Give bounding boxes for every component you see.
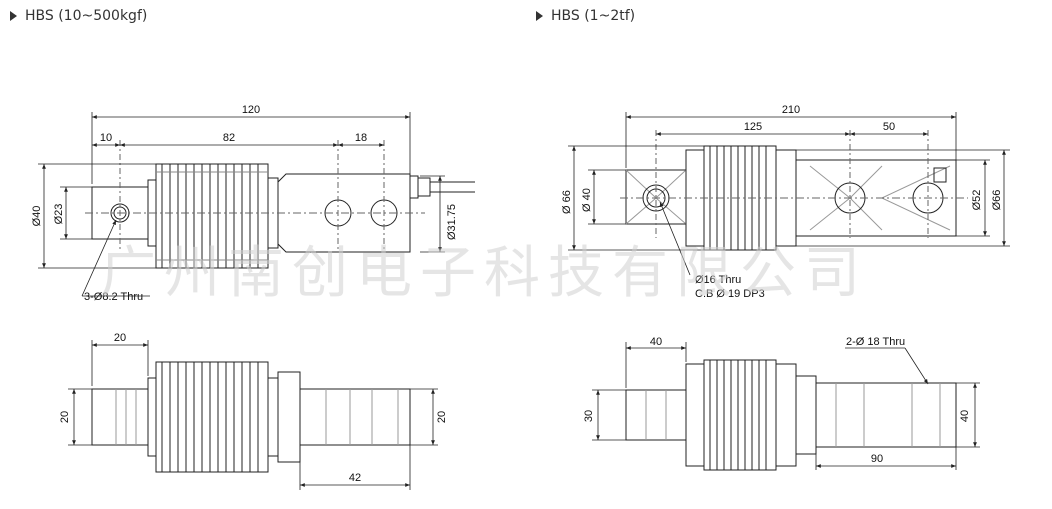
dim-h-right: 20 [436, 411, 448, 423]
right-side-view [625, 359, 957, 471]
dim-len: 42 [349, 472, 361, 484]
end-block [625, 389, 687, 441]
right-section-title-row: HBS (1~2tf) [536, 8, 635, 24]
gland-nut [409, 175, 419, 199]
left-top-view [85, 140, 475, 269]
left-side-view [91, 361, 411, 473]
dim-overall: 120 [242, 104, 260, 116]
flange [685, 363, 705, 467]
dim-a: 125 [744, 121, 762, 133]
dim-h4: Ø66 [991, 190, 1003, 211]
dim-cable: Ø31.75 [446, 204, 458, 240]
gland [933, 167, 947, 183]
body [277, 173, 411, 253]
dim-a: 10 [100, 132, 112, 144]
dim-h-left: 20 [59, 411, 71, 423]
dim-h2: Ø23 [53, 204, 65, 225]
left-section-title: HBS (10~500kgf) [25, 8, 148, 24]
right-side-dims [592, 342, 980, 470]
hole-note-2: C.B Ø 19 DP3 [695, 288, 765, 300]
dim-c: 18 [355, 132, 367, 144]
dim-h-right: 40 [959, 410, 971, 422]
hole-note-1: Ø16 Thru [695, 274, 741, 286]
dim-w: 20 [114, 332, 126, 344]
flange [267, 377, 279, 457]
bellows [703, 359, 777, 471]
flange-ring [277, 371, 301, 463]
dim-h-left: 30 [583, 410, 595, 422]
flange [147, 377, 157, 457]
triangle-bullet-icon [10, 11, 17, 21]
dim-h1: Ø 66 [561, 190, 573, 214]
hole-note: 2-Ø 18 Thru [846, 336, 905, 348]
left-side-dims [68, 340, 438, 490]
dim-h2: Ø 40 [581, 188, 593, 212]
dim-len: 90 [871, 453, 883, 465]
body [815, 382, 957, 448]
left-top-dims [38, 112, 445, 297]
right-top-dims [568, 112, 1010, 276]
left-section-title-row: HBS (10~500kgf) [10, 8, 147, 24]
dim-h1: Ø40 [31, 206, 43, 227]
end-block [91, 388, 149, 446]
body [299, 388, 411, 446]
dim-b: 50 [883, 121, 895, 133]
right-top-view [620, 130, 968, 251]
dim-w: 40 [650, 336, 662, 348]
watermark: 广州南创电子科技有限公司 [100, 241, 868, 306]
dim-h3: Ø52 [971, 190, 983, 211]
right-section-title: HBS (1~2tf) [551, 8, 636, 24]
gland-body [417, 177, 431, 197]
cable [430, 181, 475, 193]
dim-overall: 210 [782, 104, 800, 116]
bellows [155, 361, 269, 473]
dim-holes: 3-Ø8.2 Thru [84, 291, 143, 303]
dim-b: 82 [223, 132, 235, 144]
triangle-bullet-icon [536, 11, 543, 21]
flange [775, 363, 797, 467]
flange-ring [795, 375, 817, 455]
